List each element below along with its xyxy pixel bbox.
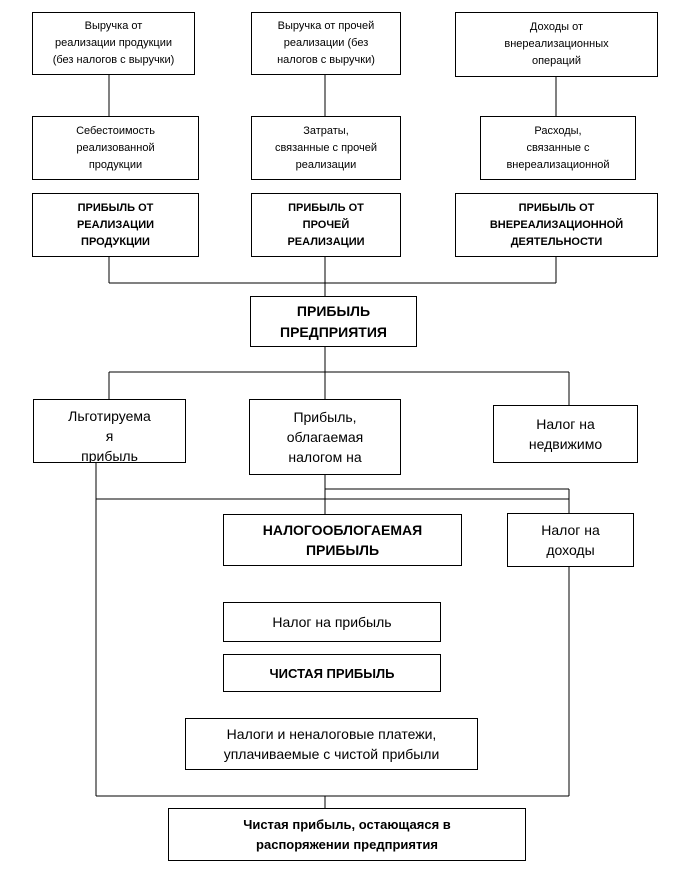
revenue-other-label: Выручка от прочей реализации (без налого… — [277, 20, 375, 66]
costs-other-box: Затраты, связанные с прочей реализации — [251, 116, 401, 180]
profit-nonoperating-box: ПРИБЫЛЬ ОТ ВНЕРЕАЛИЗАЦИОННОЙ ДЕЯТЕЛЬНОСТ… — [455, 193, 658, 257]
expenses-nonoperating-label: Расходы, связанные с внереализационной — [506, 124, 610, 171]
expenses-nonoperating-box: Расходы, связанные с внереализационной — [480, 116, 636, 180]
profit-other-label: ПРИБЫЛЬ ОТ ПРОЧЕЙ РЕАЛИЗАЦИИ — [287, 201, 365, 248]
enterprise-profit-box: ПРИБЫЛЬ ПРЕДПРИЯТИЯ — [250, 296, 417, 347]
income-nonoperating-label: Доходы от внереализационных операций — [504, 21, 609, 67]
revenue-products-label: Выручка от реализации продукции (без нал… — [52, 20, 175, 66]
revenue-other-box: Выручка от прочей реализации (без налого… — [251, 12, 401, 75]
enterprise-profit-label: ПРИБЫЛЬ ПРЕДПРИЯТИЯ — [280, 302, 387, 340]
profit-products-label: ПРИБЫЛЬ ОТ РЕАЛИЗАЦИИ ПРОДУКЦИИ — [76, 201, 155, 248]
profit-tax-box: Налог на прибыль — [223, 602, 441, 642]
income-tax-box: Налог на доходы — [507, 513, 634, 567]
retained-net-profit-label: Чистая прибыль, остающаяся в распоряжени… — [243, 816, 451, 852]
income-nonoperating-box: Доходы от внереализационных операций — [455, 12, 658, 77]
preferential-profit-box: Льготируема я прибыль — [33, 399, 186, 463]
property-tax-box: Налог на недвижимо — [493, 405, 638, 463]
net-profit-label: ЧИСТАЯ ПРИБЫЛЬ — [269, 665, 395, 681]
revenue-products-box: Выручка от реализации продукции (без нал… — [32, 12, 195, 75]
costs-other-label: Затраты, связанные с прочей реализации — [274, 124, 378, 171]
taxable-profit-box: НАЛОГООБЛОГАЕМАЯ ПРИБЫЛЬ — [223, 514, 462, 566]
taxes-from-net-box: Налоги и неналоговые платежи, уплачиваем… — [185, 718, 478, 770]
profit-tax-label: Налог на прибыль — [272, 614, 392, 630]
taxable-income-profit-box: Прибыль, облагаемая налогом на — [249, 399, 401, 475]
income-tax-label: Налог на доходы — [541, 522, 600, 558]
profit-products-box: ПРИБЫЛЬ ОТ РЕАЛИЗАЦИИ ПРОДУКЦИИ — [32, 193, 199, 257]
cost-products-label: Себестоимость реализованной продукции — [76, 124, 155, 171]
profit-nonoperating-label: ПРИБЫЛЬ ОТ ВНЕРЕАЛИЗАЦИОННОЙ ДЕЯТЕЛЬНОСТ… — [489, 201, 624, 248]
retained-net-profit-box: Чистая прибыль, остающаяся в распоряжени… — [168, 808, 526, 861]
net-profit-box: ЧИСТАЯ ПРИБЫЛЬ — [223, 654, 441, 692]
taxable-profit-label: НАЛОГООБЛОГАЕМАЯ ПРИБЫЛЬ — [262, 522, 423, 558]
taxes-from-net-label: Налоги и неналоговые платежи, уплачиваем… — [223, 726, 440, 762]
taxable-income-profit-label: Прибыль, облагаемая налогом на — [286, 409, 364, 465]
property-tax-label: Налог на недвижимо — [528, 416, 603, 452]
cost-products-box: Себестоимость реализованной продукции — [32, 116, 199, 180]
preferential-profit-label: Льготируема я прибыль — [68, 408, 151, 463]
profit-other-box: ПРИБЫЛЬ ОТ ПРОЧЕЙ РЕАЛИЗАЦИИ — [251, 193, 401, 257]
